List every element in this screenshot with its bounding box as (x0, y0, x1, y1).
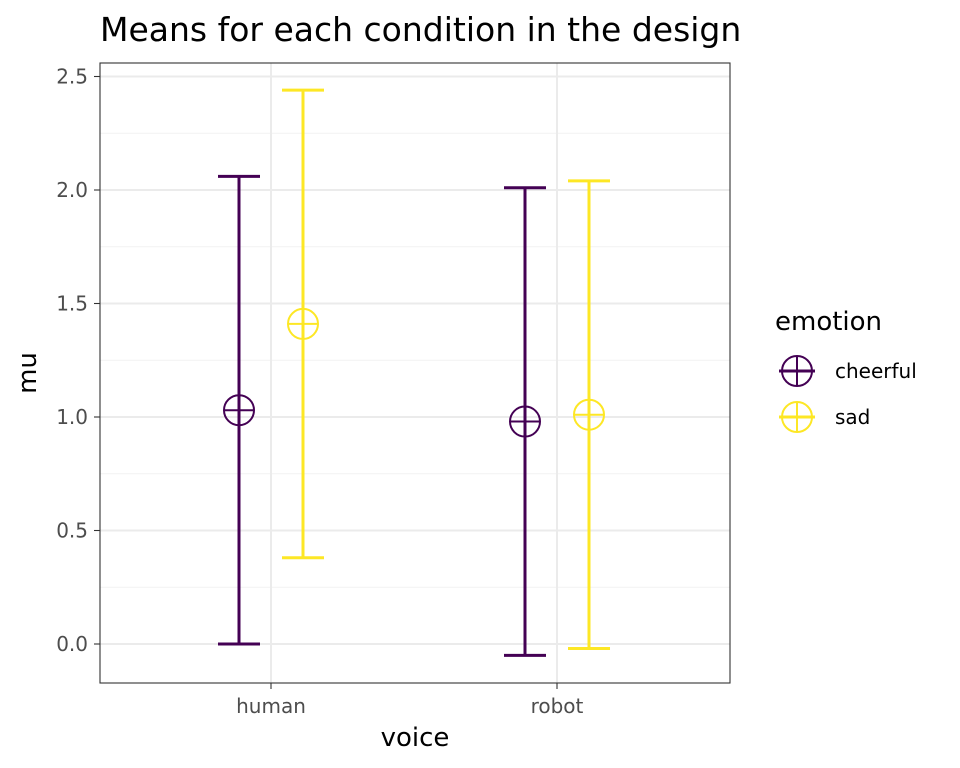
panel-background (100, 63, 730, 683)
legend-key-circle (781, 401, 813, 433)
y-axis: 0.0 0.5 1.0 1.5 2.0 2.5 (56, 65, 100, 656)
y-tick-label: 0.0 (56, 632, 88, 656)
legend-items: cheerful sad (779, 355, 917, 433)
y-tick-label: 0.5 (56, 519, 88, 543)
series-cheerful (218, 174, 546, 657)
legend-key-circle (781, 355, 813, 387)
y-tick-label: 2.0 (56, 178, 88, 202)
legend-item-cheerful: cheerful (779, 355, 917, 387)
grid-lines (100, 63, 730, 683)
legend-item-sad: sad (779, 401, 870, 433)
plot-panel (99, 62, 731, 684)
y-tick-label: 1.0 (56, 405, 88, 429)
y-tick-label: 2.5 (56, 65, 88, 89)
legend-label: cheerful (835, 359, 917, 383)
y-axis-title: mu (13, 352, 43, 394)
x-axis: human robot (236, 683, 584, 718)
x-axis-title: voice (381, 723, 450, 753)
legend: emotion cheerful sad (775, 307, 917, 433)
chart-title: Means for each condition in the design (100, 10, 741, 49)
data-marks (218, 88, 610, 657)
x-tick-label: robot (531, 694, 584, 718)
series-sad (282, 88, 610, 651)
legend-label: sad (835, 405, 870, 429)
x-tick-label: human (236, 694, 306, 718)
legend-title: emotion (775, 307, 882, 337)
y-tick-label: 1.5 (56, 292, 88, 316)
panel-border (99, 62, 731, 684)
